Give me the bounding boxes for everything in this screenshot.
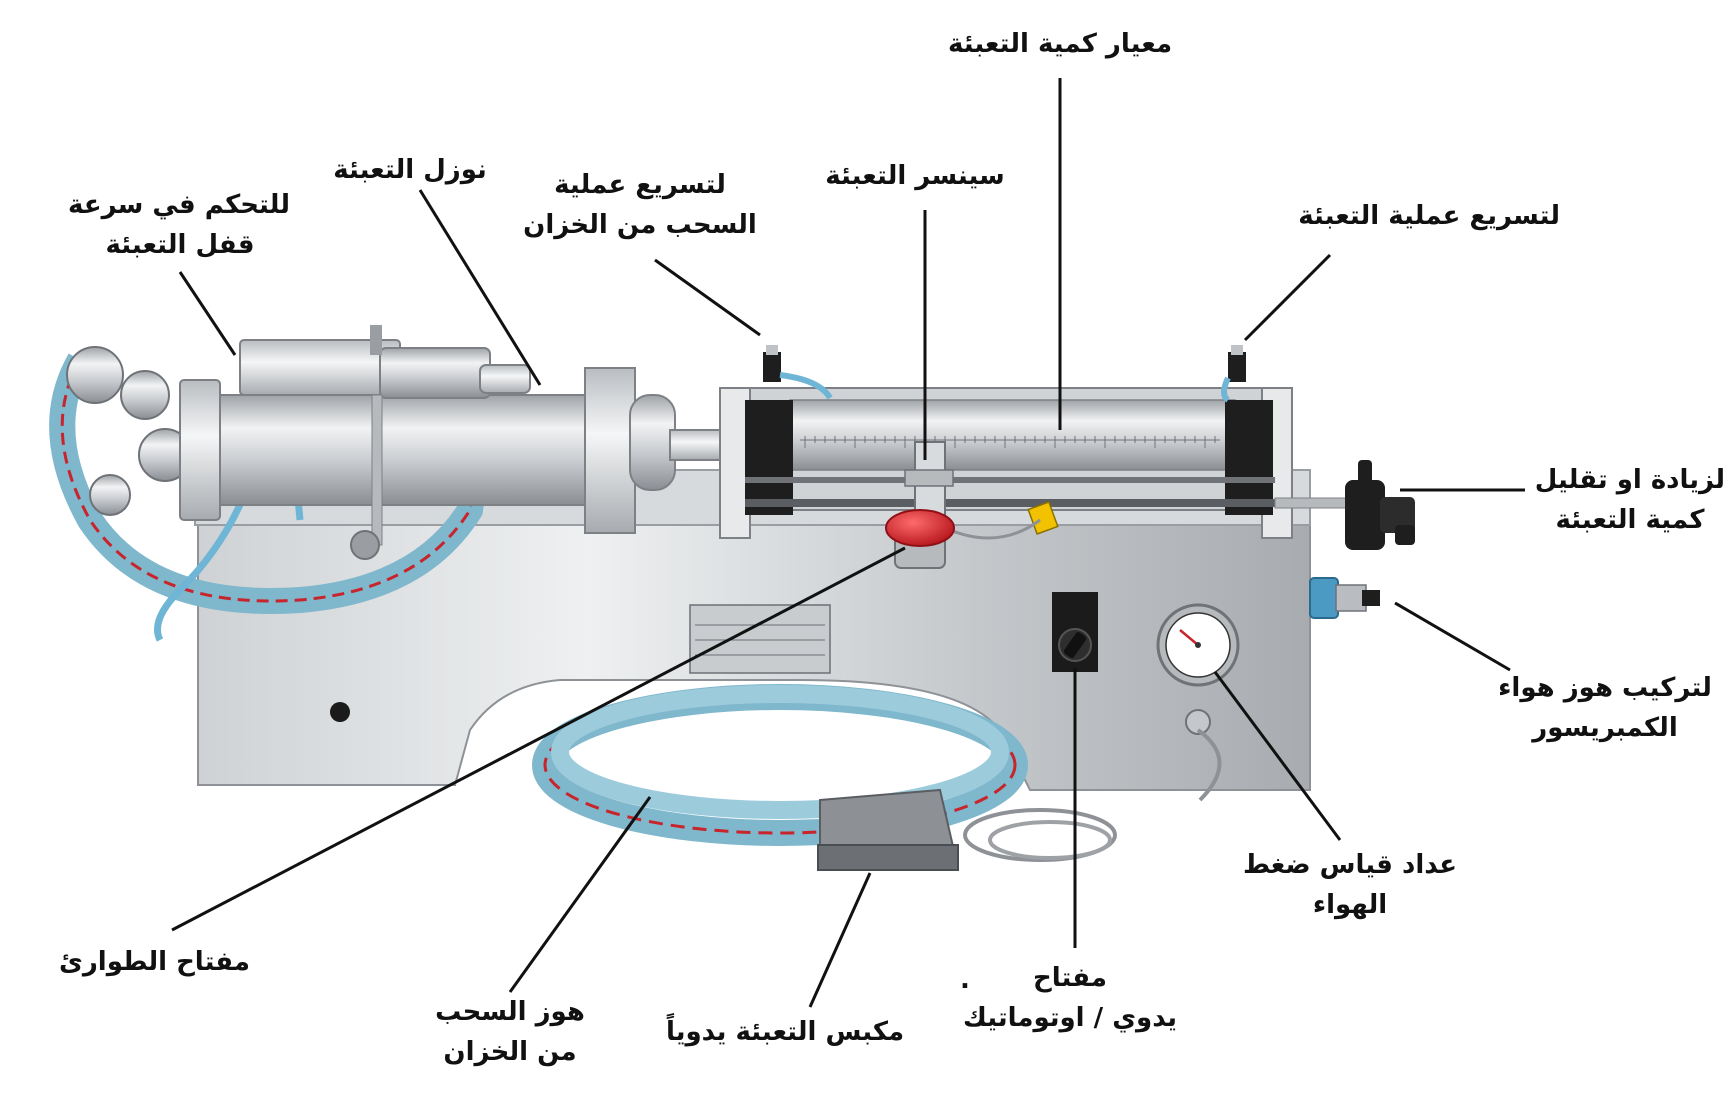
leader-speed-fill	[1243, 253, 1332, 342]
label-emergency: مفتاح الطوارئ	[59, 942, 250, 982]
mount-hole	[330, 702, 350, 722]
left-clamps	[66, 346, 192, 516]
nameplate	[689, 604, 831, 674]
leader-air-hose	[1394, 601, 1511, 672]
leader-valve-speed	[178, 271, 237, 356]
mode-switch	[1052, 592, 1098, 672]
air-fitting-right	[1221, 345, 1246, 403]
label-nozzle: نوزل التعبئة	[320, 150, 500, 190]
air-fitting-left	[763, 345, 833, 400]
label-mode-switch-line2: يدوي / اوتوماتيك	[963, 1003, 1177, 1033]
leader-pedal	[808, 872, 872, 1008]
label-nozzle-text: نوزل التعبئة	[333, 155, 487, 185]
label-speed-suction-line1: لتسريع عملية	[554, 170, 726, 200]
valve-cylinder	[179, 367, 721, 534]
label-pedal-text: مكبس التعبئة يدوياً	[665, 1017, 905, 1047]
label-pressure-line1: عداد قياس ضغط	[1242, 850, 1458, 880]
label-mode-switch-line1: مفتاح	[1033, 963, 1107, 993]
label-suction-hose-line1: هوز السحب	[435, 997, 585, 1027]
leader-pressure	[1213, 671, 1342, 841]
label-suction-hose-line2: من الخزان	[443, 1037, 577, 1067]
label-valve-speed: للتحكم في سرعة قفل التعبئة	[68, 185, 290, 265]
air-inlet-connector	[1309, 577, 1380, 619]
label-speed-fill: لتسريع عملية التعبئة	[1298, 196, 1560, 236]
label-fill-gauge: معيار كمية التعبئة	[930, 24, 1190, 64]
label-adjust-qty-line2: كمية التعبئة	[1555, 505, 1705, 535]
suction-hose-coil	[532, 684, 1028, 846]
label-valve-speed-line2: قفل التعبئة	[105, 230, 255, 260]
label-sensor-text: سينسر التعبئة	[825, 161, 1005, 191]
label-sensor: سينسر التعبئة	[815, 156, 1015, 196]
label-mode-switch: مفتاح يدوي / اوتوماتيك	[955, 958, 1185, 1038]
emergency-stop-button	[885, 509, 955, 569]
label-speed-suction: لتسريع عملية السحب من الخزان	[520, 165, 760, 245]
leader-lines	[171, 78, 1525, 1008]
leader-emergency	[171, 546, 906, 932]
label-fill-gauge-text: معيار كمية التعبئة	[947, 29, 1173, 59]
label-mode-dot: .	[955, 960, 975, 1000]
label-adjust-qty-line1: لزيادة او تقليل	[1534, 465, 1725, 495]
label-air-hose-line2: الكمبريسور	[1532, 713, 1678, 743]
label-air-hose: لتركيب هوز هواء الكمبريسور	[1495, 668, 1715, 748]
foot-pedal	[817, 788, 1117, 871]
label-valve-speed-line1: للتحكم في سرعة	[68, 190, 290, 220]
pressure-gauge	[1156, 603, 1240, 802]
label-speed-fill-text: لتسريع عملية التعبئة	[1298, 201, 1560, 231]
label-pressure: عداد قياس ضغط الهواء	[1240, 845, 1460, 925]
leader-suction-hose	[508, 796, 652, 993]
nozzle-assembly	[239, 325, 531, 560]
leader-nozzle	[418, 189, 542, 386]
leader-speed-suction	[654, 258, 761, 337]
label-mode-dot-text: .	[960, 965, 970, 995]
fill-scale	[800, 436, 1220, 448]
label-emergency-text: مفتاح الطوارئ	[59, 947, 250, 977]
label-speed-suction-line2: السحب من الخزان	[523, 210, 757, 240]
adjust-handwheel	[1345, 460, 1415, 550]
label-pressure-line2: الهواء	[1312, 890, 1388, 920]
label-air-hose-line1: لتركيب هوز هواء	[1498, 673, 1712, 703]
label-adjust-qty: لزيادة او تقليل كمية التعبئة	[1535, 460, 1725, 540]
label-pedal: مكبس التعبئة يدوياً	[665, 1012, 905, 1052]
label-suction-hose: هوز السحب من الخزان	[420, 992, 600, 1072]
dosing-cylinder	[719, 387, 1371, 539]
